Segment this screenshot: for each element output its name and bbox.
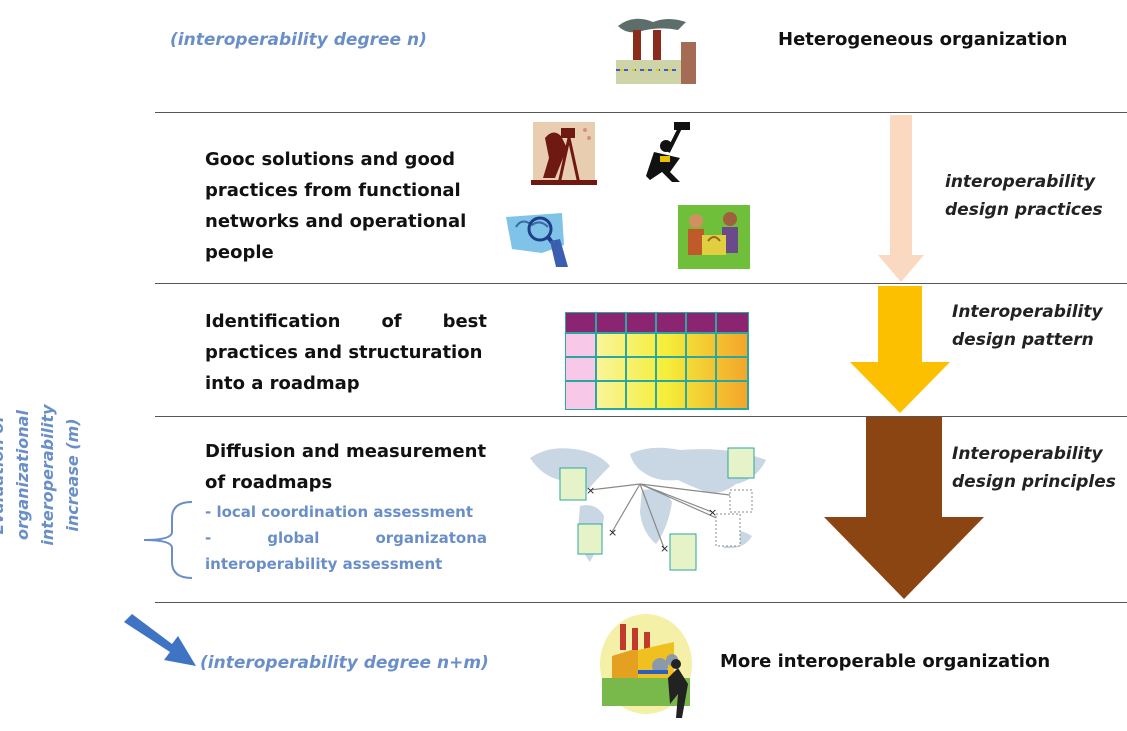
design-practices-label: interoperability design practices	[945, 168, 1127, 224]
design-pattern-line: design pattern	[952, 330, 1094, 350]
left-brace	[140, 500, 200, 580]
design-principles-line: Interoperability	[952, 444, 1103, 464]
degree-nm-label: (interoperability degree n+m)	[200, 653, 489, 673]
step2-line: into a roadmap	[205, 373, 360, 394]
divider-4	[155, 602, 1127, 603]
step3-line: Diffusion and measurement	[205, 441, 487, 462]
design-pattern-label: Interoperability design pattern	[952, 298, 1127, 354]
magnifier-puzzle-clipart	[502, 205, 577, 270]
svg-text:×: ×	[660, 542, 669, 555]
evaluation-vertical-label: Evaluation of organizational interoperab…	[0, 355, 95, 595]
svg-text:×: ×	[608, 526, 617, 539]
arrow-design-pattern	[850, 286, 950, 414]
design-pattern-line: Interoperability	[952, 302, 1103, 322]
evaluation-line: Evaluation of	[0, 415, 7, 535]
interoperable-factory-clipart	[598, 608, 703, 726]
heterogeneous-label: Heterogeneous organization	[778, 29, 1068, 50]
bullet-item: interoperability assessment	[205, 555, 443, 573]
svg-text:×: ×	[586, 484, 595, 497]
svg-text:×: ×	[708, 506, 717, 519]
step1-line: people	[205, 242, 274, 263]
roadmap-grid	[565, 312, 749, 410]
more-interoperable-label: More interoperable organization	[720, 651, 1051, 672]
hammer-man-clipart	[640, 122, 705, 184]
design-practices-line: interoperability	[945, 172, 1096, 192]
photographer-clipart	[527, 118, 602, 188]
factory-icon	[598, 12, 698, 87]
degree-n-label: (interoperability degree n)	[170, 30, 427, 50]
divider-2	[155, 283, 1127, 284]
evaluation-line: increase (m)	[63, 418, 82, 532]
step3-text: Diffusion and measurement of roadmaps	[205, 436, 505, 498]
step2-line: practices and structuration	[205, 342, 483, 363]
step2-text: Identification of best practices and str…	[205, 306, 487, 399]
divider-3	[155, 416, 1127, 417]
bullet-item: - global organizatona	[205, 529, 487, 547]
step3-line: of roadmaps	[205, 472, 333, 493]
step3-bullets: - local coordination assessment - global…	[205, 499, 487, 577]
design-practices-line: design practices	[945, 200, 1103, 220]
world-map-clipart: ××× ×××	[530, 440, 770, 580]
team-puzzle-clipart	[678, 205, 750, 269]
diagonal-blue-arrow	[120, 610, 200, 670]
design-principles-line: design principles	[952, 472, 1116, 492]
evaluation-line: interoperability	[38, 404, 57, 546]
step2-line: Identification of best	[205, 311, 487, 332]
arrow-design-principles	[824, 417, 984, 600]
bullet-item: - local coordination assessment	[205, 503, 474, 521]
divider-1	[155, 112, 1127, 113]
step1-line: networks and operational	[205, 211, 467, 232]
step1-line: practices from functional	[205, 180, 461, 201]
step1-line: Gooc solutions and good	[205, 149, 456, 170]
arrow-design-practices	[878, 115, 924, 283]
design-principles-label: Interoperability design principles	[952, 440, 1127, 496]
evaluation-line: organizational	[13, 410, 32, 540]
step1-text: Gooc solutions and good practices from f…	[205, 144, 505, 268]
